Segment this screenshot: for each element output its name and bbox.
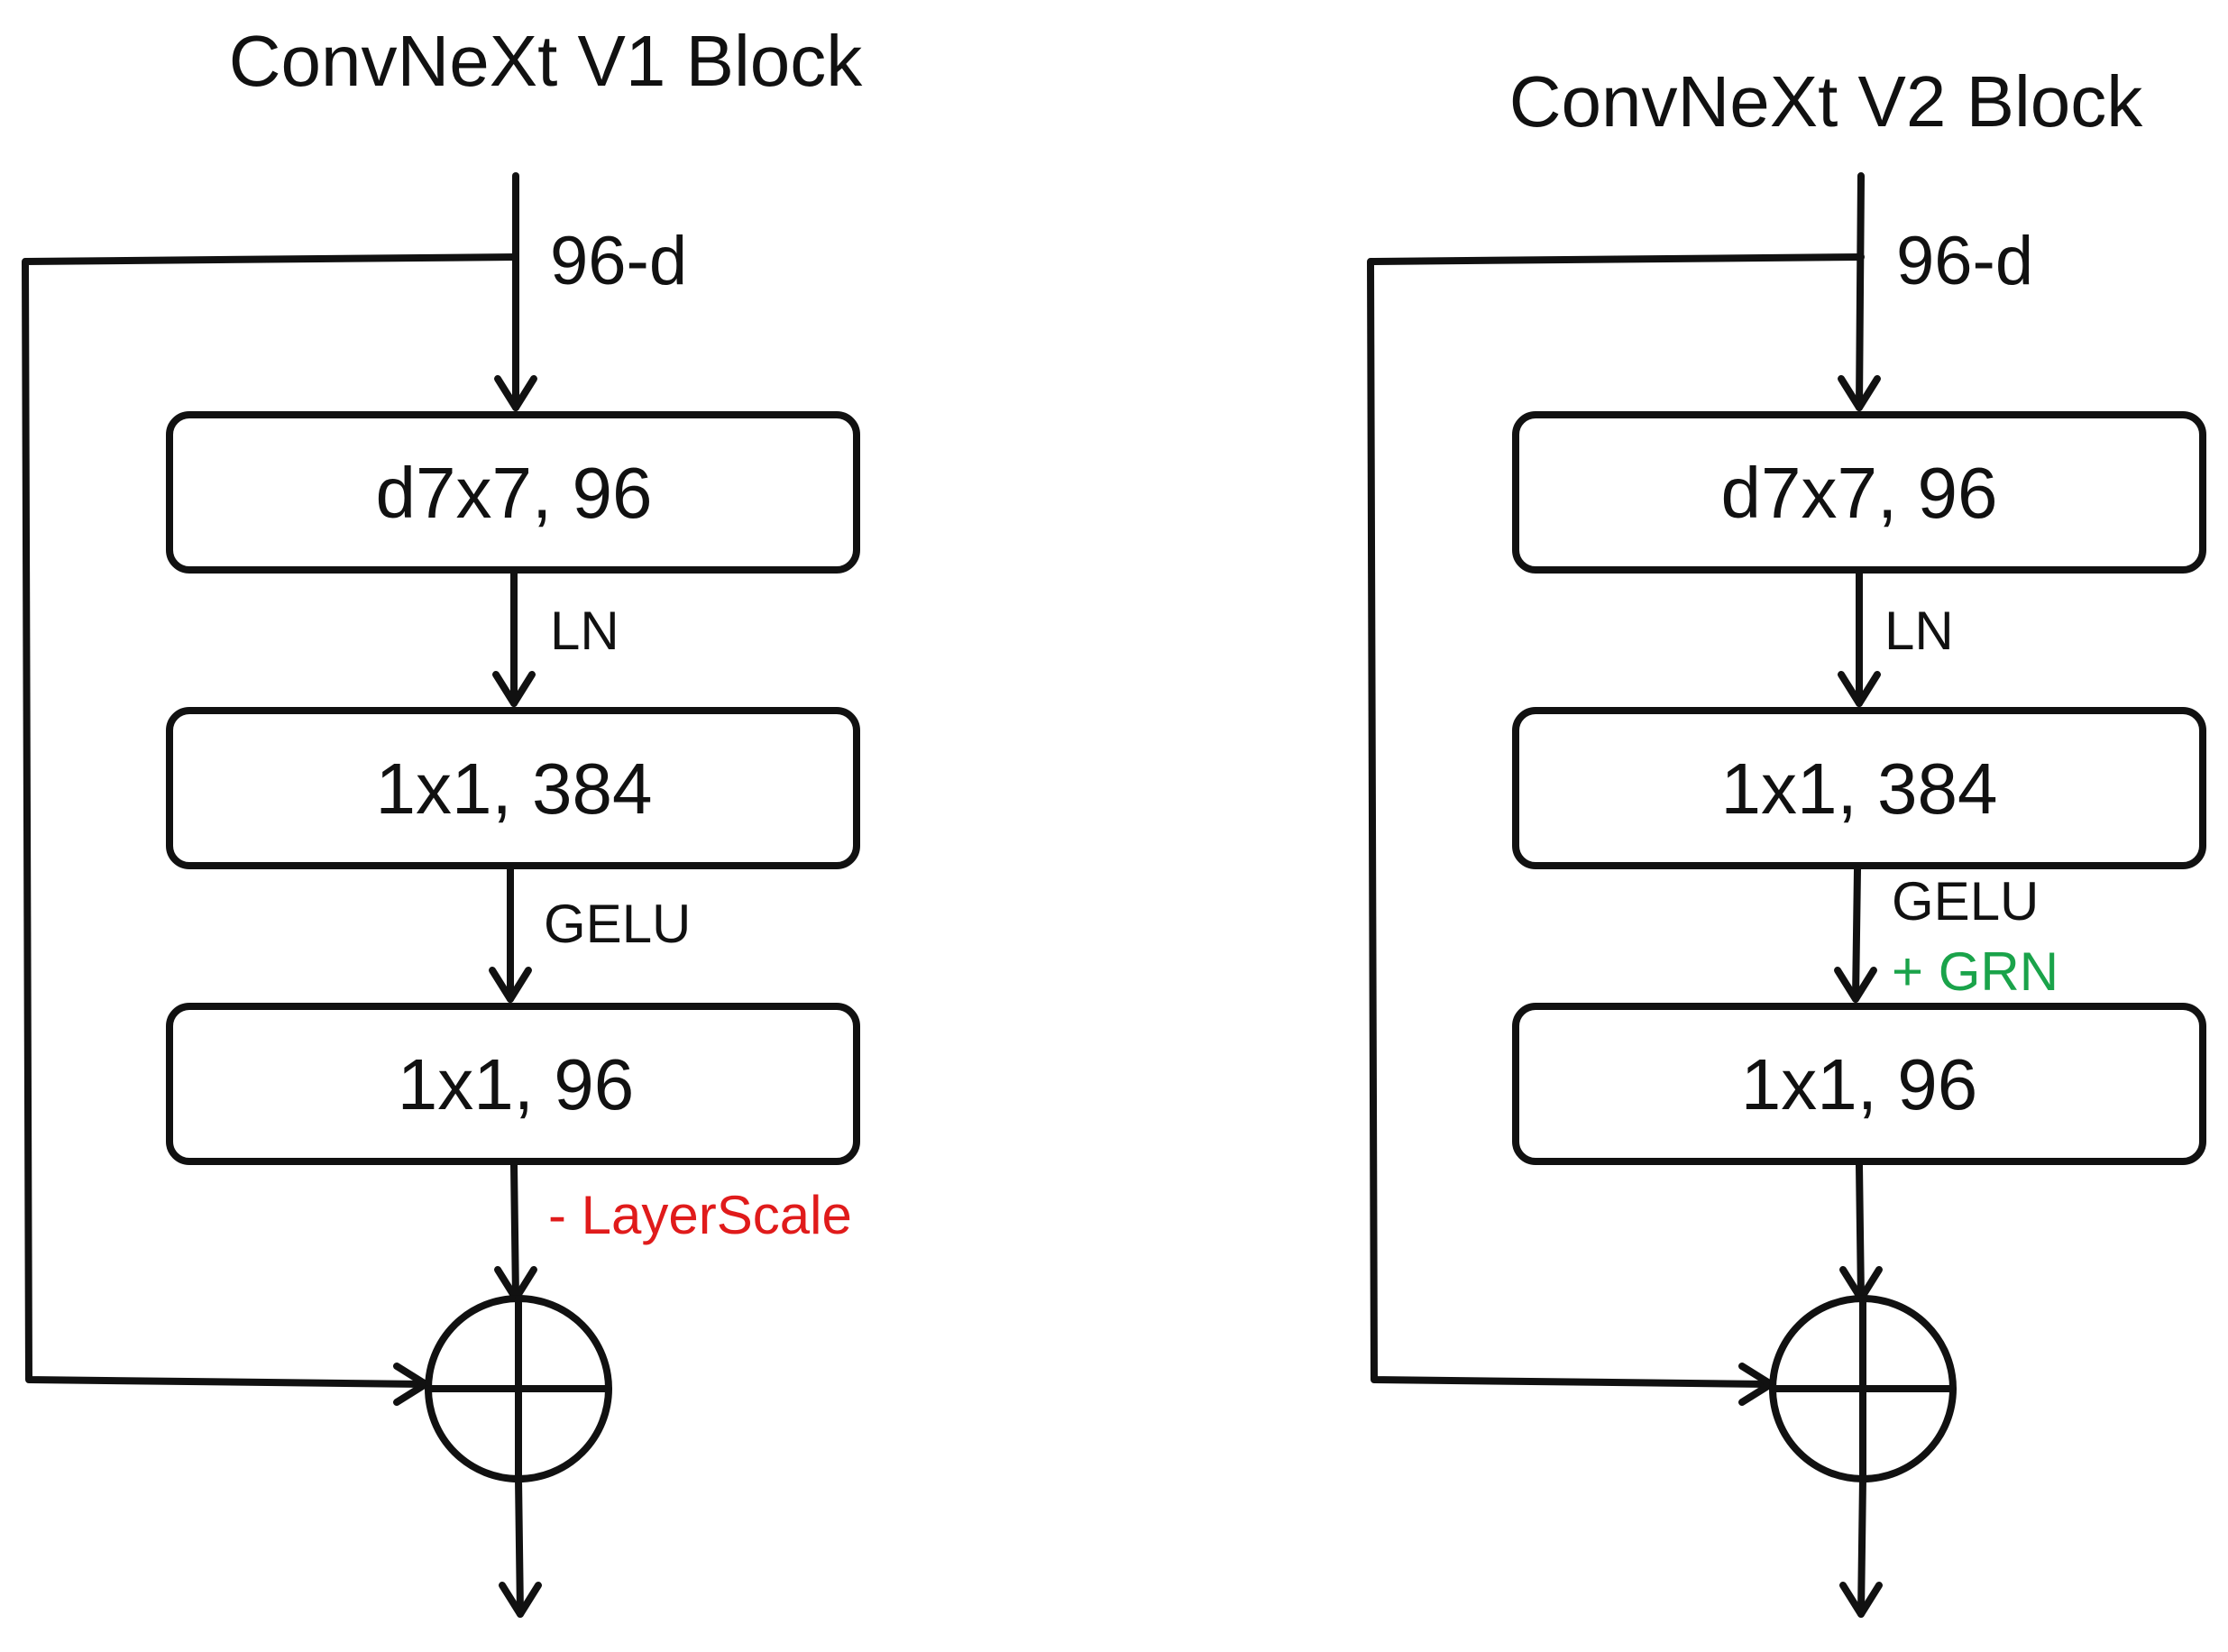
v1-depthwise-conv-box xyxy=(166,411,860,574)
v2-title: ConvNeXt V2 Block xyxy=(1509,61,2144,142)
v2-pointwise-expand-label: 1x1, 384 xyxy=(1721,748,1998,829)
v1-ln-label: LN xyxy=(550,601,619,661)
v1-sum-plus xyxy=(425,1295,612,1482)
v2-line-3 xyxy=(1852,866,1861,1003)
v2-gelu-label: GELU xyxy=(1892,871,2039,932)
v2-output-line xyxy=(1857,1475,1866,1618)
v1-pointwise-expand-label: 1x1, 384 xyxy=(376,748,653,829)
v2-block: ConvNeXt V2 Block 96-d d7x7, 96 LN 1x1, … xyxy=(1367,61,2206,1618)
v1-skip-connection xyxy=(22,253,519,1388)
v1-pointwise-expand-box xyxy=(166,707,860,869)
v1-arrow-head-3 xyxy=(489,967,532,1003)
v2-grn-added-label: + GRN xyxy=(1892,941,2058,1002)
v2-pointwise-project-label: 1x1, 96 xyxy=(1741,1044,1977,1124)
v1-depthwise-conv-label: d7x7, 96 xyxy=(376,453,653,533)
v2-sum-plus xyxy=(1769,1295,1957,1482)
v1-pointwise-project-label: 1x1, 96 xyxy=(398,1044,634,1124)
v2-skip-connection xyxy=(1367,253,1865,1388)
v2-arrow-head-2 xyxy=(1838,671,1881,707)
v1-line-4 xyxy=(510,1161,519,1302)
v2-depthwise-conv-label: d7x7, 96 xyxy=(1721,453,1998,533)
v2-pointwise-expand-box xyxy=(1512,707,2206,869)
v2-input-line xyxy=(1856,172,1865,411)
v2-arrow-head-3 xyxy=(1834,967,1877,1003)
v2-ln-label: LN xyxy=(1884,601,1954,661)
v2-arrow-head-1 xyxy=(1838,375,1881,411)
v1-output-arrow-head xyxy=(499,1582,542,1618)
v1-arrow-head-1 xyxy=(494,375,537,411)
v1-output-line xyxy=(515,1475,524,1618)
v1-pointwise-project-box xyxy=(166,1003,860,1165)
v1-input-dim-label: 96-d xyxy=(550,223,687,299)
v2-pointwise-project-box xyxy=(1512,1003,2206,1165)
v1-gelu-label: GELU xyxy=(544,894,691,954)
v2-output-arrow-head xyxy=(1839,1582,1883,1618)
v2-line-4 xyxy=(1856,1161,1865,1302)
v2-input-dim-label: 96-d xyxy=(1896,223,2033,299)
v1-arrow-head-2 xyxy=(492,671,536,707)
v1-layerscale-removed-label: - LayerScale xyxy=(548,1185,852,1245)
v1-block: ConvNeXt V1 Block 96-d d7x7, 96 LN 1x1, … xyxy=(22,21,864,1618)
v1-title: ConvNeXt V1 Block xyxy=(229,21,864,101)
